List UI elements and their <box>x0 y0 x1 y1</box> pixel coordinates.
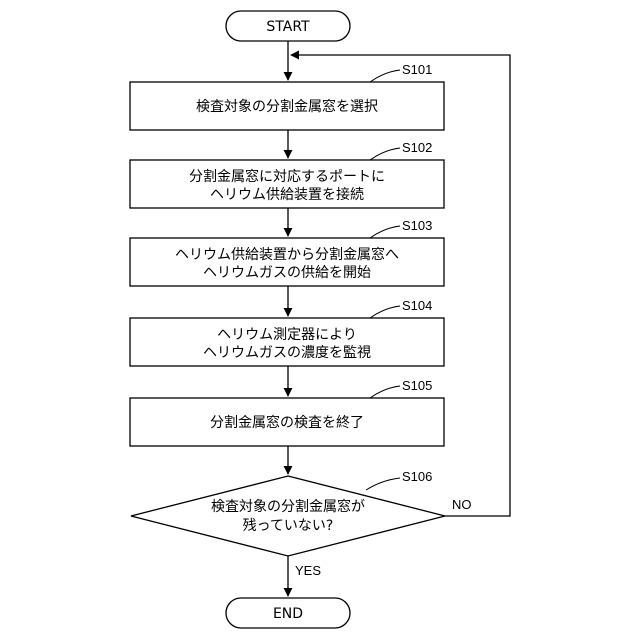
step-s102-line-2: ヘリウム供給装置を接続 <box>210 186 364 203</box>
decision-s106-id: S106 <box>402 469 432 484</box>
end-terminal: END <box>226 598 350 628</box>
step-s104-leader <box>370 306 400 318</box>
step-s105-id: S105 <box>402 378 432 393</box>
step-s102-leader <box>370 148 400 160</box>
step-s104-id: S104 <box>402 298 432 313</box>
step-s105-line-1: 分割金属窓の検査を終了 <box>210 414 364 431</box>
no-label: NO <box>452 497 472 512</box>
step-s104-line-1: ヘリウム測定器により <box>217 327 357 343</box>
step-s103-id: S103 <box>402 218 432 233</box>
step-s103-leader <box>370 226 400 238</box>
step-s101-line-1: 検査対象の分割金属窓を選択 <box>196 98 378 115</box>
decision-s106-leader <box>366 478 400 490</box>
step-s104-line-2: ヘリウムガスの濃度を監視 <box>203 344 371 361</box>
step-s101: 検査対象の分割金属窓を選択 S101 <box>130 62 444 130</box>
yes-label: YES <box>295 563 321 578</box>
step-s105-leader <box>370 386 400 398</box>
step-s102-line-1: 分割金属窓に対応するポートに <box>189 168 385 185</box>
step-s103-line-2: ヘリウムガスの供給を開始 <box>203 265 371 281</box>
step-s102-id: S102 <box>402 140 432 155</box>
decision-s106-diamond <box>131 476 445 556</box>
decision-s106-line-2: 残っていない? <box>243 518 334 534</box>
step-s102: 分割金属窓に対応するポートに ヘリウム供給装置を接続 S102 <box>130 140 444 208</box>
step-s103: ヘリウム供給装置から分割金属窓へ ヘリウムガスの供給を開始 S103 <box>130 218 444 286</box>
step-s104: ヘリウム測定器により ヘリウムガスの濃度を監視 S104 <box>130 298 444 366</box>
start-terminal: START <box>226 11 350 41</box>
start-label: START <box>266 19 310 35</box>
decision-s106-line-1: 検査対象の分割金属窓が <box>211 498 365 515</box>
step-s101-id: S101 <box>402 62 432 77</box>
step-s105: 分割金属窓の検査を終了 S105 <box>130 378 444 446</box>
end-label: END <box>273 606 303 622</box>
step-s103-line-1: ヘリウム供給装置から分割金属窓へ <box>175 246 399 263</box>
decision-s106: 検査対象の分割金属窓が 残っていない? S106 <box>131 469 445 556</box>
step-s101-leader <box>370 70 400 82</box>
